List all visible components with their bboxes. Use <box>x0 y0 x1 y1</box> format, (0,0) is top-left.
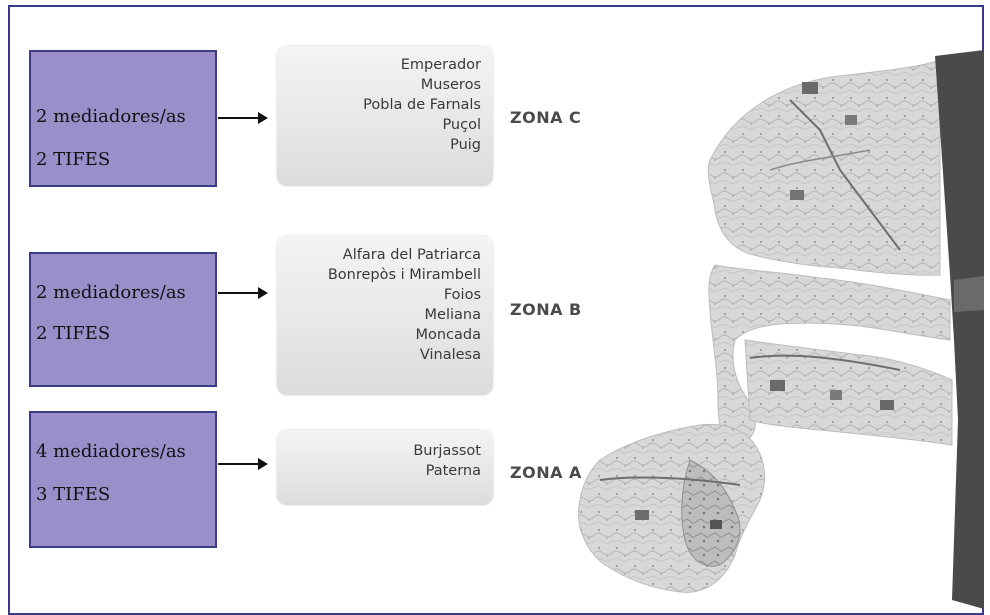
town-item: Emperador <box>400 57 481 73</box>
town-item: Meliana <box>424 307 481 323</box>
town-item: Puig <box>450 137 481 153</box>
town-box-zona-a: Burjassot Paterna <box>277 430 493 505</box>
map-zona-a-shape <box>578 423 766 593</box>
staff-box-zona-c: 2 mediadores/as 2 TIFES <box>29 50 217 187</box>
staff-tifes-zona-a: 3 TIFES <box>36 484 111 505</box>
staff-mediators-zona-a: 4 mediadores/as <box>36 441 186 462</box>
zone-label-a: ZONA A <box>510 463 582 482</box>
staff-box-zona-a: 4 mediadores/as 3 TIFES <box>29 411 217 548</box>
town-item: Moncada <box>415 327 481 343</box>
town-item: Paterna <box>425 463 481 479</box>
town-item: Puçol <box>442 117 481 133</box>
staff-box-zona-b: 2 mediadores/as 2 TIFES <box>29 252 217 387</box>
staff-mediators-zona-c: 2 mediadores/as <box>36 106 186 127</box>
staff-mediators-zona-b: 2 mediadores/as <box>36 282 186 303</box>
zone-label-c: ZONA C <box>510 108 582 127</box>
staff-tifes-zona-c: 2 TIFES <box>36 149 111 170</box>
arrow-zona-c <box>218 112 268 124</box>
arrow-zona-a <box>218 458 268 470</box>
town-box-zona-c: Emperador Museros Pobla de Farnals Puçol… <box>277 46 493 186</box>
town-item: Vinalesa <box>419 347 481 363</box>
town-item: Museros <box>420 77 481 93</box>
staff-tifes-zona-b: 2 TIFES <box>36 323 111 344</box>
town-item: Bonrepòs i Mirambell <box>327 267 481 283</box>
town-box-zona-b: Alfara del Patriarca Bonrepòs i Mirambel… <box>277 236 493 395</box>
town-item: Burjassot <box>413 443 481 459</box>
arrow-zona-b <box>218 287 268 299</box>
town-item: Foios <box>443 287 481 303</box>
map-zona-c-shape <box>707 59 941 276</box>
region-map <box>540 40 984 609</box>
town-item: Alfara del Patriarca <box>342 247 481 263</box>
map-zona-b-shape <box>708 264 953 451</box>
zone-label-b: ZONA B <box>510 300 582 319</box>
town-item: Pobla de Farnals <box>363 97 481 113</box>
